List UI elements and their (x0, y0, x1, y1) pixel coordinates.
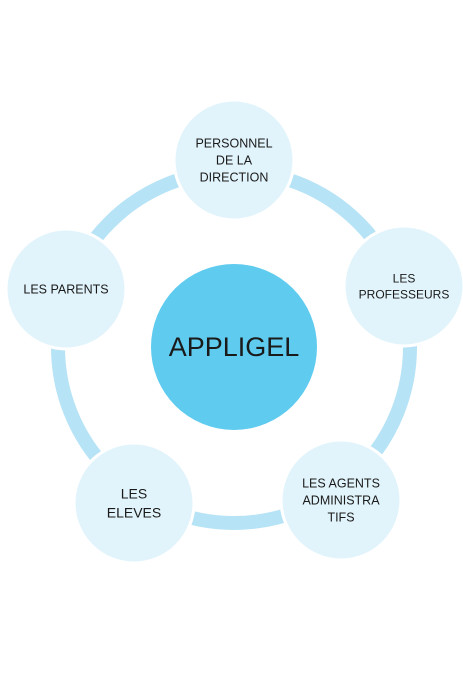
node-label-line: DIRECTION (200, 171, 269, 185)
center-label: APPLIGEL (169, 332, 300, 362)
node-label-line: DE LA (216, 154, 253, 168)
node-label-line: LES (393, 271, 416, 285)
node-label-line: LES (121, 486, 147, 502)
node-label-line: LES AGENTS (302, 477, 380, 491)
center-node: APPLIGEL (151, 264, 317, 430)
node-label-line: TIFS (327, 511, 354, 525)
node-label-line: ELEVES (107, 505, 161, 521)
node-circle (279, 438, 403, 562)
node-circle (72, 441, 196, 565)
node-eleves: LES ELEVES (72, 441, 196, 565)
node-label-line: PERSONNEL (195, 137, 272, 151)
node-parents: LES PARENTS (4, 227, 128, 351)
node-circle (172, 98, 296, 222)
center-circle (151, 264, 317, 430)
node-label-line: PROFESSEURS (359, 287, 450, 301)
node-agents: LES AGENTS ADMINISTRA TIFS (279, 438, 403, 562)
node-circle (4, 227, 128, 351)
node-circle (342, 224, 463, 348)
node-direction: PERSONNEL DE LA DIRECTION (172, 98, 296, 222)
node-label-line: LES PARENTS (23, 283, 108, 297)
node-label-line: ADMINISTRA (302, 494, 380, 508)
node-professeurs: LES PROFESSEURS (342, 224, 463, 348)
